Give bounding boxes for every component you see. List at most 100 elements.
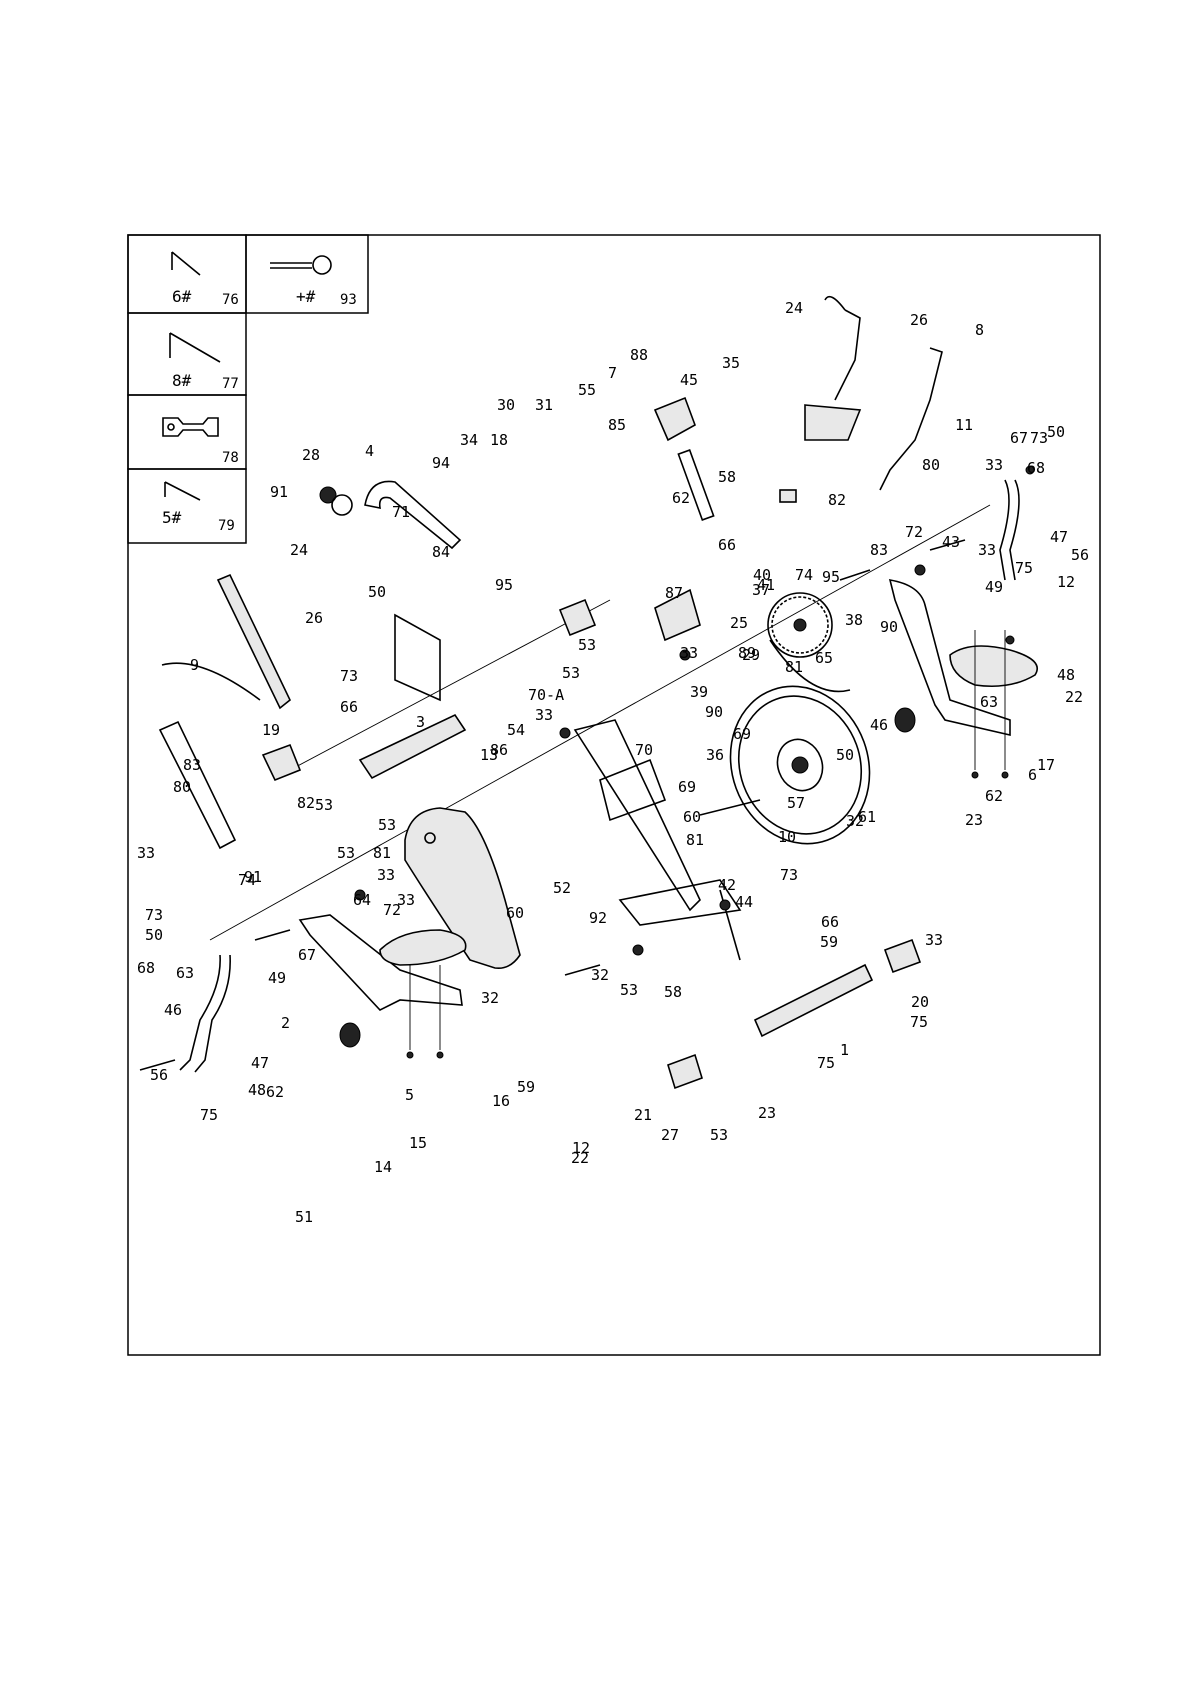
part-number-label: 64 [353,891,371,909]
part-number-label: 33 [985,456,1003,474]
part-number-label: 60 [506,904,524,922]
tool-size: 5# [162,508,182,527]
part-number-label: 69 [733,725,751,743]
part-number-label: 52 [553,879,571,897]
part-number-label: 24 [290,541,308,559]
part-number-label: 33 [925,931,943,949]
part-number-label: 27 [661,1126,679,1144]
part-number-label: 33 [535,706,553,724]
part-number-label: 33 [978,541,996,559]
part-number-label: 73 [780,866,798,884]
part-number-label: 14 [374,1158,392,1176]
part-number-label: 1 [840,1041,849,1059]
part-number-label: 59 [820,933,838,951]
diagram-frame [127,234,1101,1356]
part-number-label: 61 [858,808,876,826]
part-number-label: 29 [742,646,760,664]
part-number-label: 38 [845,611,863,629]
part-number-label: 49 [985,578,1003,596]
console-bracket [654,588,701,642]
part-number-label: 70-A [528,686,564,704]
part-number-label: 83 [870,541,888,559]
upper-handlebar-left [216,573,291,710]
part-number-label: 23 [758,1104,776,1122]
part-number-label: 80 [173,778,191,796]
part-number-label: 85 [608,416,626,434]
part-number-label: 48 [1057,666,1075,684]
part-number-label: 20 [911,993,929,1011]
part-number-label: 41 [757,576,775,594]
part-number-label: 3 [416,713,425,731]
tool-number: 78 [222,450,239,466]
part-number-label: 57 [787,794,805,812]
pedal-right [949,645,1038,688]
hex-key-5-icon [164,481,201,501]
part-number-label: 89 [738,644,756,662]
part-number-label: 88 [630,346,648,364]
pedal-left [379,929,467,966]
part-number-label: 25 [730,614,748,632]
part-number-label: 66 [718,536,736,554]
part-number-label: 33 [377,866,395,884]
part-number-label: 33 [137,844,155,862]
part-number-label: 50 [368,583,386,601]
part-number-label: 30 [497,396,515,414]
part-number-label: 80 [922,456,940,474]
part-number-label: 51 [295,1208,313,1226]
part-number-label: 19 [262,721,280,739]
part-number-label: 47 [1050,528,1068,546]
part-number-label: 72 [383,901,401,919]
part-number-label: 94 [432,454,450,472]
part-number-label: 5 [405,1086,414,1104]
part-number-label: 95 [822,568,840,586]
part-number-label: 7 [608,364,617,382]
part-number-label: 83 [183,756,201,774]
main-frame [358,713,467,780]
part-number-label: 43 [942,533,960,551]
part-number-label: 40 [753,566,771,584]
part-number-label: 81 [686,831,704,849]
part-number-label: 33 [680,644,698,662]
part-number-label: 73 [340,667,358,685]
part-number-label: 23 [965,811,983,829]
flywheel [729,685,871,845]
part-number-label: 13 [480,746,498,764]
part-number-label: 54 [507,721,525,739]
parts-drawing [139,295,1038,1090]
part-number-label: 50 [145,926,163,944]
part-number-label: 75 [200,1106,218,1124]
part-number-label: 82 [297,794,315,812]
part-number-label: 53 [710,1126,728,1144]
part-number-label: 56 [150,1066,168,1084]
wrench-icon [162,417,219,437]
part-number-label: 46 [870,716,888,734]
part-number-label: 60 [683,808,701,826]
tool-number: 93 [340,292,357,308]
part-number-label: 53 [578,636,596,654]
part-number-label: 16 [492,1092,510,1110]
part-number-label: 4 [365,442,374,460]
part-number-label: 53 [562,664,580,682]
part-number-label: 26 [305,609,323,627]
part-number-label: 58 [718,468,736,486]
part-number-label: 45 [680,371,698,389]
part-number-label: 21 [634,1106,652,1124]
part-number-label: 58 [664,983,682,1001]
part-number-label: 31 [535,396,553,414]
part-number-label: 24 [785,299,803,317]
part-number-label: 32 [846,812,864,830]
part-number-label: 91 [270,483,288,501]
part-number-label: 69 [678,778,696,796]
part-number-label: 53 [315,796,333,814]
part-number-label: 35 [722,354,740,372]
part-number-label: 75 [1015,559,1033,577]
hex-key-6-icon [171,251,201,276]
part-number-label: 71 [392,503,410,521]
pulley [767,592,851,693]
part-number-label: 15 [409,1134,427,1152]
part-number-label: 72 [905,523,923,541]
part-number-label: 26 [910,311,928,329]
part-number-label: 12 [1057,573,1075,591]
part-number-label: 62 [985,787,1003,805]
